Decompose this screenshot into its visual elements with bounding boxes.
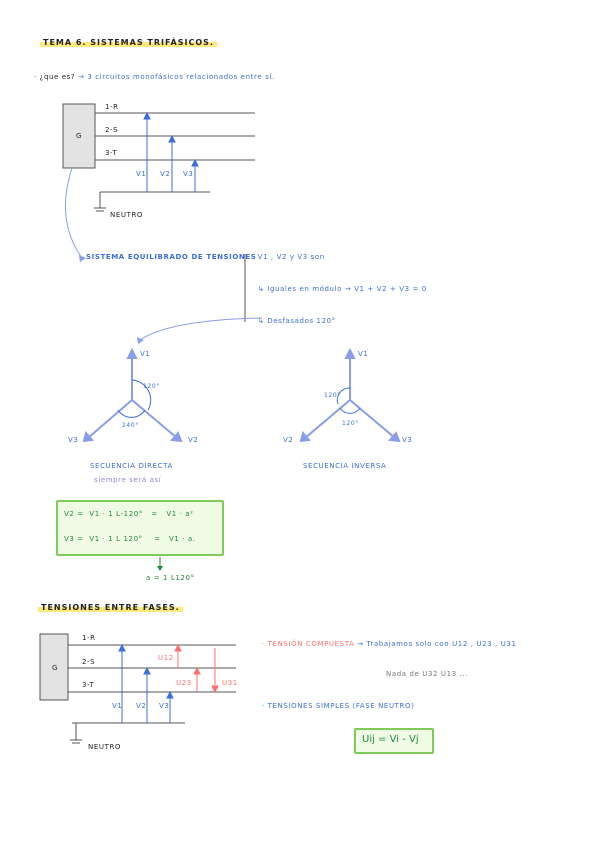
balanced-point1: · V1 , V2 y V3 son — [252, 253, 325, 261]
curve-arrow-2 — [139, 317, 263, 341]
inverse-angle-top: 120° — [324, 392, 341, 399]
neutral-label-2: NEUTRO — [88, 743, 122, 751]
generator-label-1: G — [76, 132, 83, 140]
v1-label-1: V1 — [136, 170, 147, 178]
line-label-t-1: 3-T — [105, 149, 118, 157]
composite-label: · TENSIÓN COMPUESTA — [262, 640, 355, 648]
curve-arrow-1 — [64, 167, 83, 259]
u23-label: U23 — [176, 679, 192, 687]
line-label-r-1: 1-R — [105, 103, 119, 111]
line-label-r-2: 1-R — [82, 634, 96, 642]
v2-label-2: V2 — [136, 702, 147, 710]
formula-line1: V2 = V1 · 1 L-120° = V1 · a² — [64, 510, 194, 518]
v2-label-1: V2 — [160, 170, 171, 178]
direct-v1-label: V1 — [140, 350, 151, 358]
direct-v2-label: V2 — [188, 436, 199, 444]
line-label-t-2: 3-T — [82, 681, 95, 689]
v3-label-1: V3 — [183, 170, 194, 178]
topic-title: TEMA 6. SISTEMAS TRIFÁSICOS. — [40, 38, 217, 47]
line-label-s-1: 2-S — [105, 126, 119, 134]
formula-box-2: Uij = Vi - Vj — [354, 728, 434, 754]
composite-note: → Trabajamos solo con U12 , U23 , U31 — [357, 640, 517, 648]
generator-box-1 — [62, 103, 96, 169]
balanced-label: SISTEMA EQUILIBRADO DE TENSIONES — [86, 253, 257, 261]
inverse-v2-label: V2 — [283, 436, 294, 444]
inverse-angle-bottom: 120° — [342, 420, 359, 427]
direct-sequence-label: SECUENCIA DIRECTA — [90, 462, 173, 470]
direct-angle-bottom: 240° — [122, 422, 139, 429]
direct-v3-label: V3 — [68, 436, 79, 444]
not-note: Nada de U32 U13 ... — [386, 670, 469, 678]
voltage-arrows-1 — [143, 111, 199, 192]
generator-label-2: G — [52, 664, 59, 672]
intro-answer: → 3 circuitos monofásicos relacionados e… — [78, 73, 275, 81]
composite-line: · TENSIÓN COMPUESTA → Trabajamos solo co… — [262, 640, 517, 648]
inverse-v3-label: V3 — [402, 436, 413, 444]
formula-box: V2 = V1 · 1 L-120° = V1 · a² V3 = V1 · 1… — [56, 500, 224, 556]
direct-angle-top: 120° — [143, 383, 160, 390]
section2-title: TENSIONES ENTRE FASES. — [38, 603, 183, 612]
simple-label: · TENSIONES SIMPLES (FASE NEUTRO) — [262, 702, 415, 710]
phasor-inverse — [299, 347, 401, 443]
u12-label: U12 — [158, 654, 174, 662]
v3-label-2: V3 — [159, 702, 170, 710]
phasor-direct — [82, 347, 183, 443]
balanced-point2: ↳ Iguales en módulo → V1 + V2 + V3 = 0 — [258, 285, 427, 293]
intro-line: · ¿que es? → 3 circuitos monofásicos rel… — [34, 73, 275, 81]
uij-formula: Uij = Vi - Vj — [362, 734, 419, 745]
voltage-arrows-2 — [118, 643, 174, 723]
formula-line2: V3 = V1 · 1 L 120° = V1 · a. — [64, 535, 196, 543]
inverse-sequence-label: SECUENCIA INVERSA — [303, 462, 387, 470]
balanced-point3: ↳ Desfasados 120° — [258, 317, 336, 325]
inverse-v1-label: V1 — [358, 350, 369, 358]
neutral-label-1: NEUTRO — [110, 211, 144, 219]
line-label-s-2: 2-S — [82, 658, 96, 666]
u31-label: U31 — [222, 679, 238, 687]
direct-sequence-note: siempre será así — [94, 476, 162, 484]
formula-note: a = 1 L120° — [146, 574, 195, 582]
line-voltage-arrows — [174, 643, 219, 694]
generator-box-2 — [39, 633, 69, 701]
v1-label-2: V1 — [112, 702, 123, 710]
intro-question: · ¿que es? — [34, 73, 76, 81]
